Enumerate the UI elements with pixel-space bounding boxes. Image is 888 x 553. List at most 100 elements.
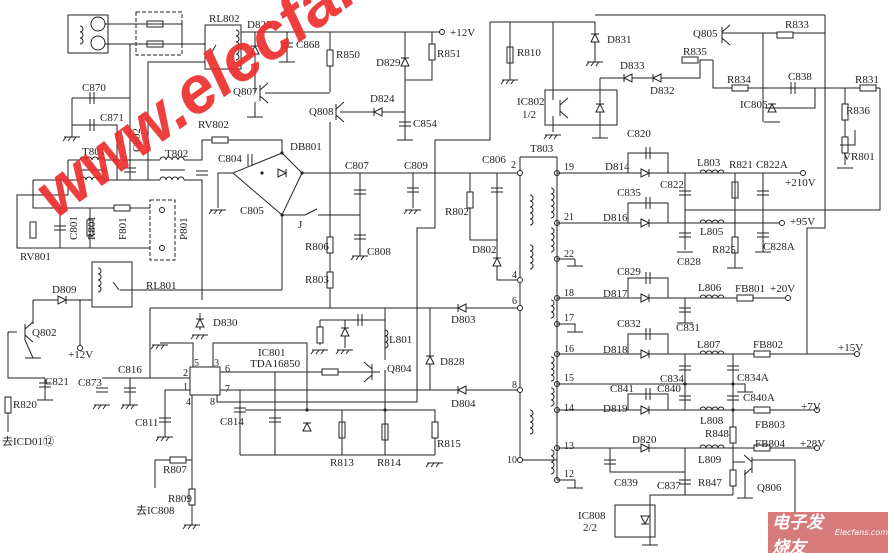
wire	[557, 479, 576, 488]
label-d832: D832	[650, 85, 674, 97]
label-t803: T803	[530, 143, 554, 155]
label-t-p19: 19	[564, 162, 574, 173]
label-c871: C871	[100, 112, 124, 124]
resistor	[841, 103, 849, 121]
label-r825: R825	[712, 244, 736, 256]
label-c873: C873	[78, 377, 102, 389]
ground-symbol	[208, 209, 226, 215]
box	[149, 199, 176, 261]
label-c840a: C840A	[743, 392, 775, 404]
wire	[24, 339, 34, 359]
label-j: J	[298, 219, 303, 231]
label-plus12v-top: +12V	[450, 27, 475, 39]
wire	[627, 333, 669, 354]
inductor	[699, 406, 725, 411]
transistor	[259, 82, 269, 104]
wire	[184, 179, 203, 300]
box	[614, 504, 656, 538]
label-q807: Q807	[233, 86, 258, 98]
transistor	[559, 97, 569, 119]
label-t-p14: 14	[564, 403, 574, 414]
label-d830: D830	[213, 317, 238, 329]
wire	[806, 15, 826, 354]
label-r847: R847	[698, 477, 722, 489]
label-t-p12: 12	[564, 469, 574, 480]
wire	[416, 22, 491, 308]
transistor	[363, 361, 373, 383]
site-logo: 电子发烧友 Elecfans.com	[768, 512, 888, 553]
label-d804: D804	[451, 398, 476, 410]
terminal	[517, 170, 523, 176]
label-c822: C822	[660, 179, 684, 191]
label-r851: R851	[437, 48, 461, 60]
label-fb802: FB802	[753, 339, 783, 351]
label-c814: C814	[220, 416, 244, 428]
box	[204, 24, 242, 70]
diode	[302, 421, 312, 432]
ground-symbol	[543, 134, 561, 140]
capacitor	[757, 190, 769, 196]
label-l808: L808	[700, 415, 724, 427]
terminal	[517, 457, 523, 463]
box	[67, 14, 109, 54]
diode	[595, 102, 605, 113]
label-l806: L806	[698, 282, 722, 294]
terminal	[814, 407, 820, 413]
label-q805: Q805	[693, 28, 718, 40]
wire	[722, 15, 826, 34]
label-c832: C832	[617, 318, 641, 330]
label-r820: R820	[13, 399, 37, 411]
wire	[609, 448, 685, 473]
label-t-p21: 21	[564, 212, 574, 223]
label-t-p2: 2	[511, 160, 516, 171]
label-c828a: C828A	[763, 241, 795, 253]
wire	[212, 342, 308, 410]
inductor	[97, 267, 102, 293]
resistor	[466, 191, 474, 209]
label-to-icd01: 去ICD01⑫	[2, 435, 54, 448]
label-ic-p3: 3	[214, 358, 219, 369]
label-ic-p6: 6	[225, 364, 230, 375]
label-c821: C821	[45, 376, 69, 388]
transistor	[335, 101, 345, 123]
wire	[627, 152, 669, 173]
label-d820: D820	[632, 434, 657, 446]
label-t-p6: 6	[512, 296, 517, 307]
capacitor	[790, 82, 796, 94]
label-c828: C828	[677, 256, 701, 268]
inductor	[699, 219, 725, 224]
transistor	[721, 24, 731, 46]
resistor	[326, 49, 334, 67]
resistor	[681, 56, 699, 64]
wire	[16, 160, 150, 249]
label-r831: R831	[855, 74, 879, 86]
wire	[469, 173, 497, 241]
capacitor	[89, 92, 95, 104]
relay-switch	[209, 44, 217, 56]
diode	[57, 295, 68, 305]
diode	[590, 32, 600, 43]
label-c816: C816	[118, 364, 142, 376]
label-d828: D828	[440, 356, 465, 368]
label-rl802: RL802	[209, 13, 240, 25]
terminal	[439, 29, 445, 35]
label-c809: C809	[404, 160, 428, 172]
label-d824: D824	[370, 93, 395, 105]
diode	[640, 218, 651, 228]
label-d819: D819	[603, 403, 628, 415]
resistor	[753, 444, 771, 452]
label-rv802: RV802	[198, 119, 229, 131]
label-vr801: VR801	[843, 151, 875, 163]
label-r809: R809	[168, 493, 192, 505]
capacitor	[196, 170, 208, 176]
label-d833: D833	[620, 60, 645, 72]
label-fb801: FB801	[735, 283, 765, 295]
label-l801: L801	[389, 334, 412, 346]
ground-symbol	[120, 404, 138, 410]
capacitor	[645, 388, 651, 400]
ground-symbol	[310, 349, 328, 355]
label-ic-p2: 2	[183, 368, 188, 379]
resistor	[326, 236, 334, 254]
ground-symbol	[155, 436, 173, 442]
